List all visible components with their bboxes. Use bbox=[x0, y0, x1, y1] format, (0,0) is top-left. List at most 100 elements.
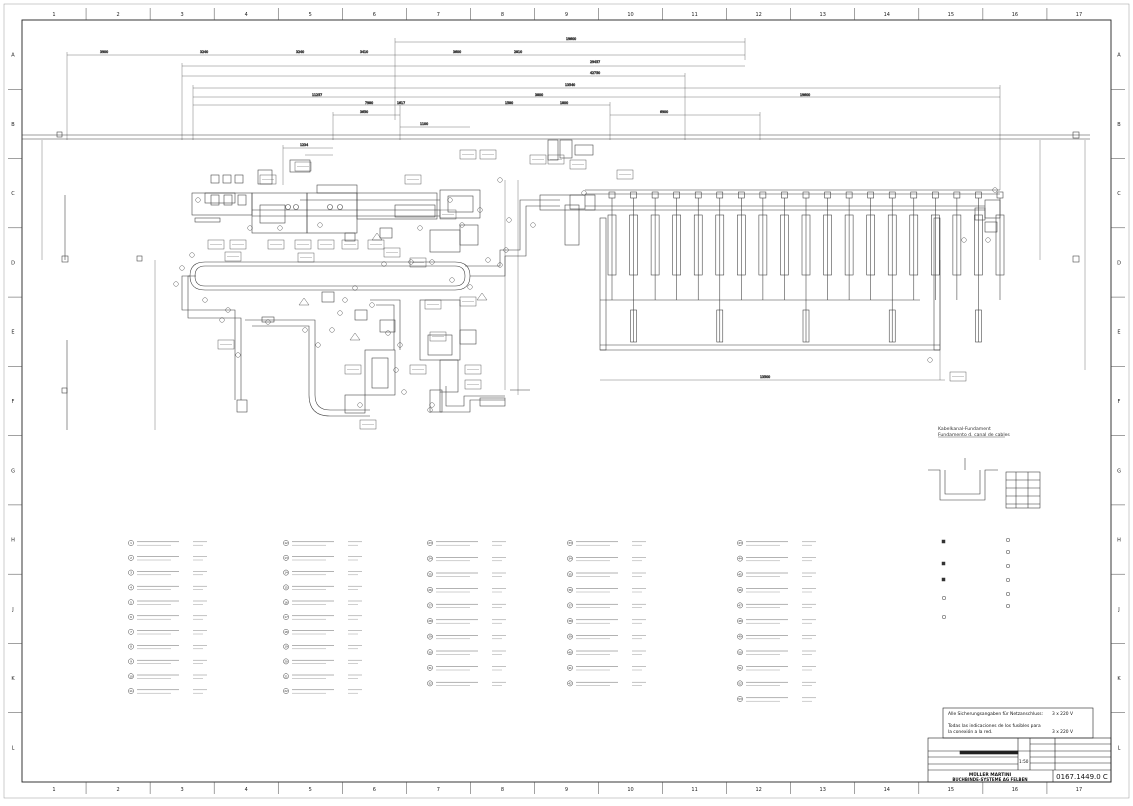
legend-bubble bbox=[283, 688, 289, 694]
legend-bubble bbox=[283, 614, 289, 620]
position-bubbles bbox=[173, 177, 998, 413]
legend-bubble bbox=[283, 554, 289, 561]
position-bubble bbox=[449, 277, 455, 283]
drawing-number: 0167.1449.0 C bbox=[1056, 773, 1108, 781]
voltage-1: 3 x 220 V bbox=[1052, 711, 1073, 717]
callout-tag bbox=[424, 299, 442, 310]
callout-tag bbox=[439, 209, 457, 220]
grid-row-label: G bbox=[11, 468, 15, 474]
station-body bbox=[693, 214, 703, 276]
legend-bubble bbox=[283, 584, 289, 591]
position-bubble bbox=[352, 285, 358, 291]
grid-column-label: 14 bbox=[884, 787, 890, 793]
station-head bbox=[975, 191, 982, 199]
station-head bbox=[738, 191, 745, 199]
legend-bubble bbox=[283, 540, 289, 546]
position-bubble bbox=[329, 327, 335, 333]
position-bubble bbox=[497, 262, 503, 268]
legend-code: 37 bbox=[568, 604, 572, 608]
svg-text:19600: 19600 bbox=[800, 93, 810, 97]
legend-code: 18 bbox=[284, 630, 288, 634]
detail-title-de: Kabelkanal-Fundament bbox=[938, 426, 991, 432]
station-head bbox=[845, 191, 853, 199]
grid-column-label: 11 bbox=[691, 787, 697, 793]
grid-row-label: G bbox=[1117, 468, 1121, 474]
svg-text:1234: 1234 bbox=[300, 143, 308, 147]
legend-bubble bbox=[567, 680, 573, 687]
station-body bbox=[866, 214, 875, 276]
callout-tag bbox=[229, 239, 247, 250]
callout-tag bbox=[404, 174, 422, 185]
legend-code: 51 bbox=[738, 666, 742, 670]
legend-bubble bbox=[567, 664, 573, 671]
station-body bbox=[737, 214, 746, 276]
callout-tag bbox=[479, 149, 497, 160]
grid-row-label: E bbox=[11, 330, 14, 336]
legend-bubble bbox=[128, 673, 134, 680]
legend-bubble bbox=[283, 643, 289, 650]
legend-bubble bbox=[128, 554, 134, 561]
warning-triangle-icon bbox=[476, 292, 488, 301]
station-head bbox=[824, 191, 831, 199]
cable-duct-detail: Kabelkanal-Fundament Fundamento d. canal… bbox=[928, 426, 1041, 509]
station-body bbox=[629, 214, 638, 276]
legend-bubble bbox=[427, 571, 433, 578]
svg-text:6900: 6900 bbox=[660, 110, 668, 114]
station-extension bbox=[630, 309, 637, 343]
parts-legend: 1234567891011121314151617181920212223242… bbox=[128, 540, 816, 702]
svg-text:13500: 13500 bbox=[760, 375, 770, 379]
legend-code: 29 bbox=[428, 635, 432, 639]
symbol-legend bbox=[941, 537, 1011, 620]
position-bubble bbox=[477, 207, 483, 213]
callout-tag bbox=[459, 296, 477, 307]
notes-box: Alle Sicherungsangaben für Netzanschluss… bbox=[942, 707, 1094, 739]
gathering-machine bbox=[191, 159, 440, 242]
station-head bbox=[759, 191, 767, 199]
position-bubble bbox=[417, 225, 423, 231]
station-body bbox=[974, 214, 983, 276]
station-head bbox=[630, 191, 637, 199]
legend-bubble bbox=[128, 584, 134, 591]
legend-code: 13 bbox=[284, 556, 288, 560]
warning-triangle-icon bbox=[371, 232, 383, 241]
station-body bbox=[909, 214, 919, 276]
station-head bbox=[651, 191, 659, 199]
legend-bubble bbox=[427, 664, 433, 671]
grid-row-label: E bbox=[1117, 330, 1120, 336]
legend-code: 31 bbox=[428, 666, 432, 670]
machine-layout-plan: 19600 3900 3240 3240 3410 3600 2810 2945… bbox=[21, 37, 1090, 430]
station-body bbox=[931, 214, 940, 276]
legend-code: 16 bbox=[284, 600, 288, 604]
grid-row-label: H bbox=[1117, 538, 1121, 544]
legend-bubble bbox=[128, 614, 134, 620]
grid-column-label: 14 bbox=[884, 12, 890, 18]
legend-code: 38 bbox=[568, 619, 572, 623]
legend-bubble bbox=[737, 680, 743, 687]
callout-tag bbox=[341, 239, 359, 250]
grid-row-label: D bbox=[11, 260, 15, 266]
station-body bbox=[952, 214, 962, 276]
position-bubble bbox=[485, 257, 491, 263]
detail-title-es: Fundamento d. canal de cables bbox=[938, 432, 1010, 438]
grid-column-label: 2 bbox=[116, 787, 119, 793]
stitcher-rails bbox=[599, 217, 941, 351]
grid-column-label: 7 bbox=[437, 12, 440, 18]
legend-bubble bbox=[737, 696, 743, 702]
legend-code: 4 bbox=[130, 586, 132, 590]
station-body bbox=[780, 214, 789, 276]
position-bubble bbox=[219, 317, 225, 323]
position-bubble bbox=[225, 307, 231, 313]
position-bubble bbox=[427, 407, 433, 413]
grid-column-label: 2 bbox=[116, 12, 119, 18]
legend-code: 17 bbox=[284, 615, 288, 619]
position-bubble bbox=[503, 247, 509, 253]
callout-tag bbox=[459, 149, 477, 160]
voltage-2: 3 x 220 V bbox=[1052, 729, 1073, 735]
grid-column-label: 8 bbox=[501, 12, 504, 18]
position-bubble bbox=[530, 222, 536, 228]
position-bubble bbox=[357, 402, 363, 408]
callout-tag bbox=[409, 257, 427, 268]
legend-bubble bbox=[567, 540, 573, 546]
callout-tag bbox=[267, 239, 285, 250]
